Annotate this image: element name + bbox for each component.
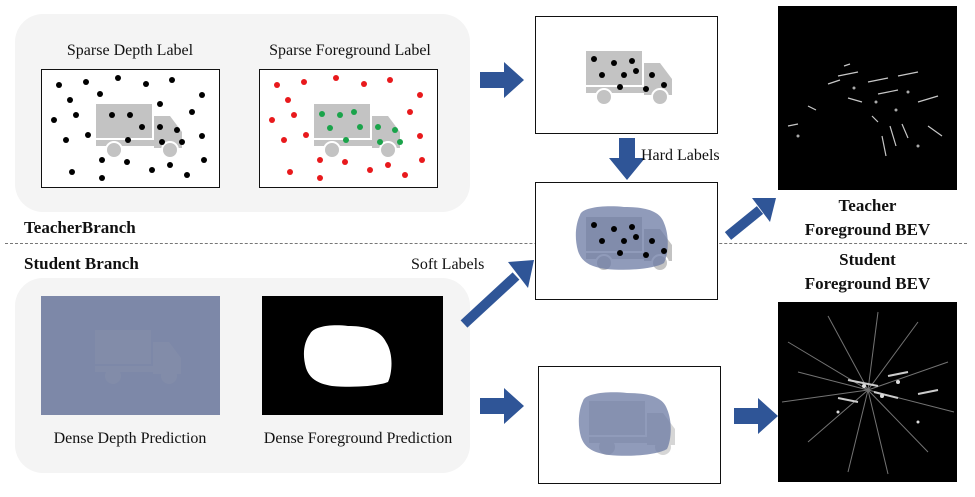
dense-foreground-caption: Dense Foreground Prediction <box>263 430 453 447</box>
teacher-branch-title: TeacherBranch <box>24 218 136 237</box>
down-arrow-icon <box>609 138 645 180</box>
student-prediction-view <box>538 366 721 484</box>
student-bev-title-line1: Student <box>839 250 896 269</box>
teacher-bev-title-line1: Teacher <box>838 196 897 215</box>
student-bev-title: Student Foreground BEV <box>778 248 957 296</box>
sparse-depth-title: Sparse Depth Label <box>66 42 194 59</box>
truck-icon <box>96 104 182 159</box>
dense-depth-image <box>41 296 220 415</box>
teacher-bev-title-line2: Foreground BEV <box>804 220 931 239</box>
hard-labels-text: Hard Labels <box>641 147 720 164</box>
dense-foreground-image <box>262 296 443 415</box>
sparse-foreground-title: Sparse Foreground Label <box>269 42 431 59</box>
teacher-bev-title: Teacher Foreground BEV <box>778 194 957 242</box>
right-arrow-icon <box>734 398 778 434</box>
student-bev-image <box>778 302 957 482</box>
hard-soft-label-view <box>535 182 718 300</box>
dense-depth-caption: Dense Depth Prediction <box>53 430 207 447</box>
sparse-foreground-image <box>259 69 438 188</box>
truck-icon <box>95 330 181 384</box>
sparse-depth-image <box>41 69 220 188</box>
right-arrow-icon <box>480 388 524 424</box>
diagonal-arrow-icon <box>724 198 776 240</box>
teacher-bev-image <box>778 6 957 190</box>
teacher-label-view <box>535 16 718 134</box>
student-bev-title-line2: Foreground BEV <box>804 274 931 293</box>
right-arrow-icon <box>480 62 524 98</box>
student-branch-title: Student Branch <box>24 254 139 273</box>
diagonal-arrow-icon <box>460 260 534 328</box>
soft-labels-text: Soft Labels <box>411 256 485 273</box>
truck-icon <box>314 104 400 159</box>
branch-separator <box>5 243 967 244</box>
truck-icon <box>586 51 672 106</box>
